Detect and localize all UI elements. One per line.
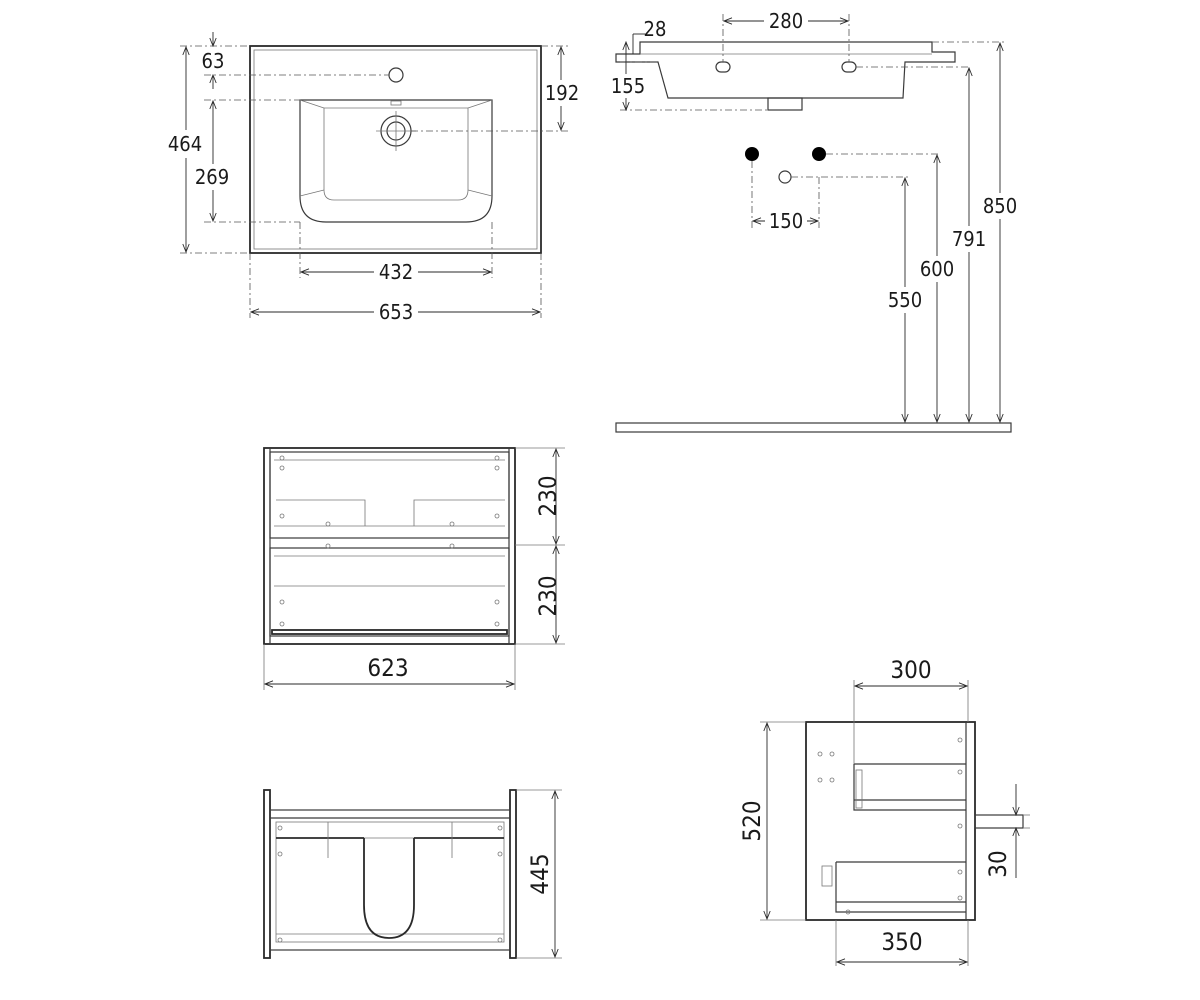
dim-269-label: 269	[195, 165, 229, 189]
dim-150-label: 150	[769, 209, 803, 233]
dim-cabinet-width: 623	[265, 654, 514, 684]
dim-height-850: 850	[981, 43, 1019, 422]
dim-pipe-spacing: 150	[753, 209, 818, 233]
dim-63-label: 63	[202, 49, 225, 73]
dim-top-drawer-depth: 300	[855, 656, 967, 686]
dim-230-bottom-label: 230	[534, 575, 562, 616]
dim-600-label: 600	[920, 257, 954, 281]
dim-155-label: 155	[611, 74, 645, 98]
dim-height-600: 600	[918, 155, 956, 422]
cabinet-side-extension-lines	[760, 680, 1030, 966]
dim-width-total: 653	[251, 300, 540, 324]
cabinet-front-extension-lines	[263, 447, 565, 690]
cabinet-side-view	[805, 721, 1024, 921]
dim-height-550: 550	[886, 178, 924, 422]
basin-side-view	[615, 41, 1012, 433]
dim-623-label: 623	[367, 654, 408, 682]
dim-bowl-width: 432	[301, 260, 491, 284]
dim-550-label: 550	[888, 288, 922, 312]
dim-gap: 30	[984, 784, 1016, 878]
dim-drawer-top-height: 230	[534, 449, 562, 544]
dim-464-label: 464	[168, 132, 202, 156]
dim-basin-height: 155	[608, 42, 648, 110]
dim-drawer-bottom-height: 230	[534, 546, 562, 643]
dim-300-label: 300	[890, 656, 931, 684]
basin-side-extension-lines	[620, 14, 1005, 228]
dim-350-label: 350	[881, 928, 922, 956]
dim-520-label: 520	[738, 800, 766, 841]
dim-depth-total: 464	[164, 47, 206, 252]
dim-cabinet-height: 520	[738, 723, 767, 919]
dim-850-label: 850	[983, 194, 1017, 218]
dim-432-label: 432	[379, 260, 413, 284]
dim-cabinet-depth: 445	[526, 791, 555, 957]
dim-bowl-depth: 269	[192, 101, 236, 221]
basin-top-extension-lines	[180, 45, 570, 318]
dim-drain-offset: 192	[543, 47, 583, 130]
cabinet-front-view	[263, 447, 516, 645]
basin-top-view	[249, 45, 542, 254]
dim-791-label: 791	[952, 227, 986, 251]
dim-230-top-label: 230	[534, 475, 562, 516]
dim-30-label: 30	[984, 850, 1012, 877]
dim-280-label: 280	[769, 9, 803, 33]
dim-445-label: 445	[526, 853, 554, 894]
dim-653-label: 653	[379, 300, 413, 324]
dim-192-label: 192	[545, 81, 579, 105]
cabinet-top-view	[263, 789, 517, 959]
dim-28-label: 28	[644, 17, 667, 41]
dim-tap-spacing: 280	[724, 9, 848, 33]
dim-tap-hole-offset: 63	[198, 32, 228, 89]
dim-bottom-drawer-depth: 350	[837, 928, 967, 962]
dim-rim-thickness: 28	[632, 17, 667, 54]
dim-height-791: 791	[950, 68, 988, 422]
